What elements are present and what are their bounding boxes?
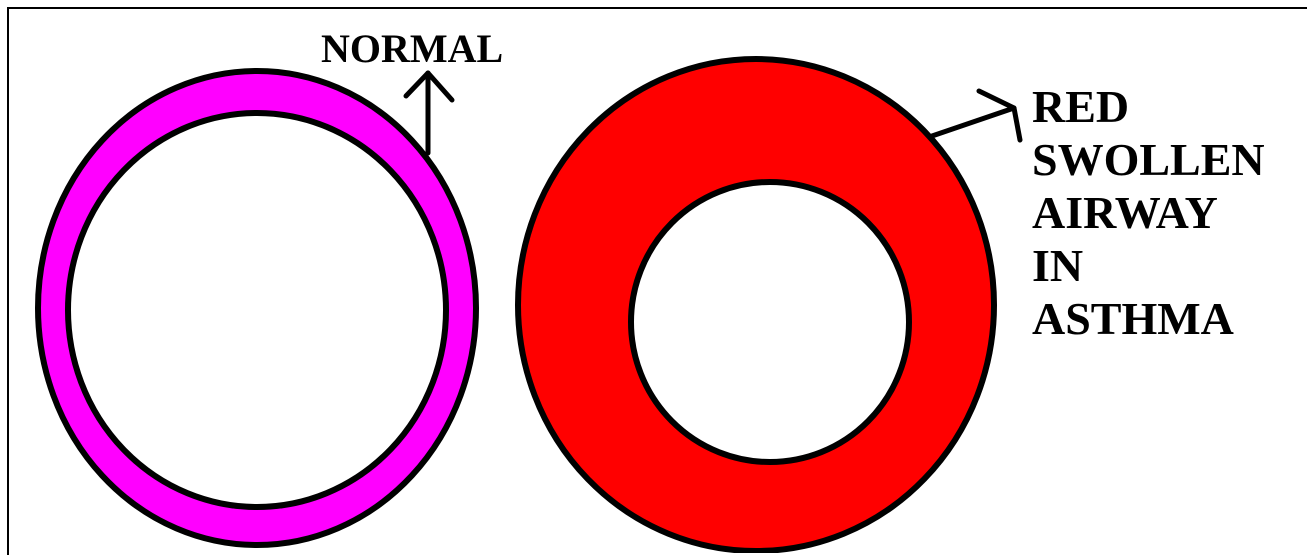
swollen-airway-lumen <box>631 182 909 462</box>
normal-label: NORMAL <box>321 29 503 69</box>
asthma-label: RED SWOLLEN AIRWAY IN ASTHMA <box>1032 80 1265 345</box>
asthma-label-line: IN <box>1032 239 1265 292</box>
asthma-label-line: SWOLLEN <box>1032 133 1265 186</box>
asthma-label-line: AIRWAY <box>1032 186 1265 239</box>
asthma-label-line: ASTHMA <box>1032 292 1265 345</box>
swollen-airway <box>518 59 994 551</box>
arrow-right-icon <box>932 91 1020 140</box>
normal-airway-lumen <box>68 113 446 507</box>
asthma-label-line: RED <box>1032 80 1265 133</box>
normal-airway <box>38 71 476 545</box>
